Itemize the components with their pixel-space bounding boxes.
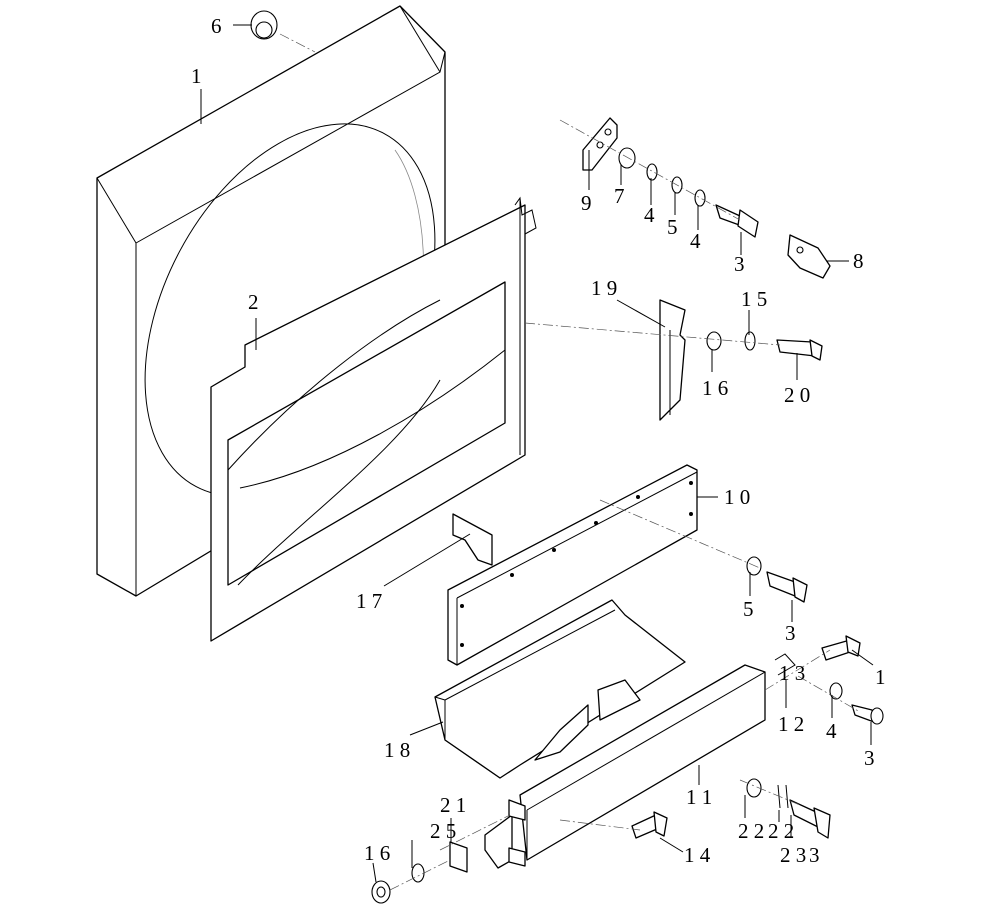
callout-8: 8 [853,249,864,273]
callout-7: 7 [614,184,625,208]
callout-1-shroud: 1 [191,64,202,88]
callout-1-right: 1 [875,665,886,689]
callout-3-right: 3 [785,621,796,645]
callout-5-right: 5 [743,597,754,621]
frame-part [210,196,537,642]
callout-4-lower: 4 [826,719,837,743]
callout-4-upper-a: 4 [644,203,655,227]
callout-6-top: 6 [211,14,222,38]
leader-lines [200,24,874,883]
clip-part [659,299,686,421]
mid-hardware [706,331,823,361]
lower-bracket-part [484,664,766,869]
callout-17: 1 7 [356,589,382,613]
callout-18: 1 8 [384,738,410,762]
callout-13: 1 3 [779,661,805,685]
callout-11: 1 1 [686,785,712,809]
callout-labels: 6 1 2 9 7 4 5 4 3 8 1 9 1 5 1 6 2 0 1 0 … [191,14,886,867]
callout-3-bottom: 3 [809,843,820,867]
callout-4-upper-b: 4 [690,229,701,253]
u-clip-part [787,234,831,279]
callout-3-lower: 3 [864,746,875,770]
right-hardware [746,556,808,603]
centre-lines [279,33,861,891]
callout-22-b: 2 2 [768,819,794,843]
callout-21: 2 1 [440,793,466,817]
callout-19: 1 9 [591,276,617,300]
callout-14: 1 4 [684,843,711,867]
callout-12: 1 2 [778,712,804,736]
callout-25: 2 5 [430,819,456,843]
callout-20: 2 0 [784,383,810,407]
callout-22-a: 2 2 [738,819,764,843]
knob-part [250,10,278,40]
callout-9: 9 [581,191,592,215]
bottom-hardware [631,778,831,839]
callout-10: 1 0 [724,485,750,509]
lower-right-hardware [774,635,884,725]
callout-2-frame: 2 [248,290,259,314]
angle-bracket-part [452,513,493,566]
tray-part [434,599,686,779]
callout-3-upper: 3 [734,252,745,276]
callout-5-upper: 5 [667,215,678,239]
callout-16-bottom: 1 6 [364,841,390,865]
callout-15: 1 5 [741,287,767,311]
callout-16-mid: 1 6 [702,376,728,400]
callout-23: 2 3 [780,843,806,867]
